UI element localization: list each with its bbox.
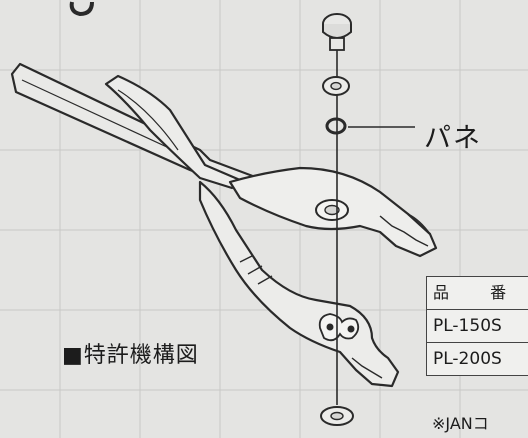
lower-handle	[104, 74, 242, 190]
product-number-table: 品 番 PL-150S PL-200S	[426, 276, 528, 376]
table-header: 品 番	[427, 277, 528, 310]
patent-mechanism-caption: ■特許機構図	[62, 343, 199, 368]
spring	[325, 117, 347, 135]
upper-jaw-tip	[407, 213, 431, 235]
slot-hole-left	[326, 323, 334, 331]
washer	[322, 76, 350, 96]
table-row: PL-200S	[427, 343, 528, 376]
ring-fragment	[69, 1, 94, 17]
spring-callout-label: パネ	[424, 123, 482, 154]
adjusting-slot	[318, 313, 360, 342]
lower-jaw-ridges	[239, 255, 273, 285]
pivot-hole-inner	[324, 204, 340, 216]
bottom-nut	[320, 406, 354, 426]
slot-hole-right	[347, 325, 355, 333]
pivot-screw	[322, 13, 352, 51]
lower-handle-edge	[117, 89, 179, 151]
lower-jaw-teeth	[351, 357, 383, 379]
upper-jaw-teeth	[379, 215, 429, 247]
jan-code-note: ※JANコ	[432, 414, 489, 433]
table-row: PL-150S	[427, 310, 528, 343]
